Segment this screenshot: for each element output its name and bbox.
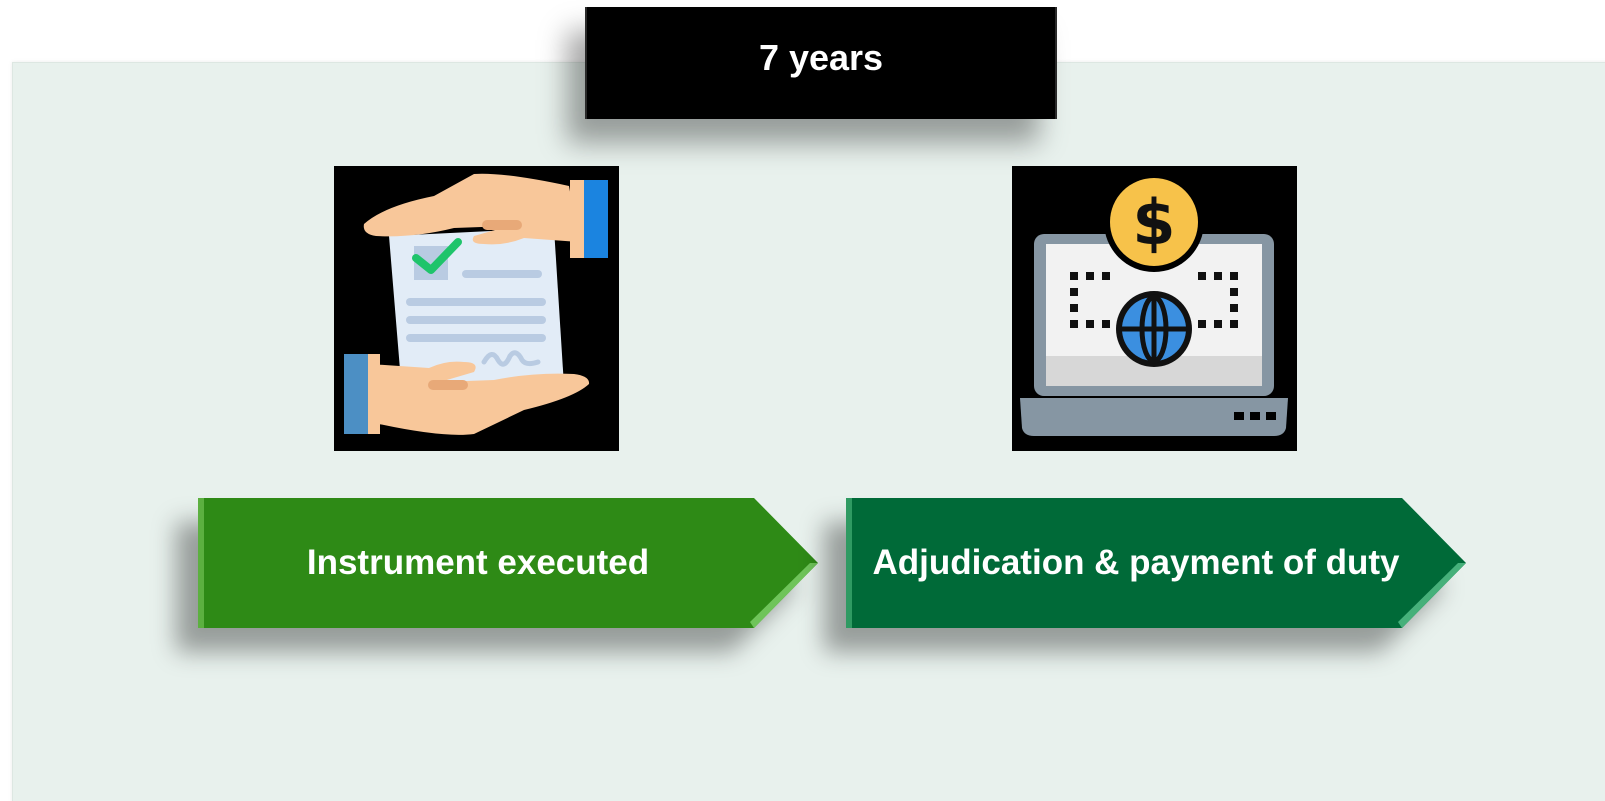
step-arrow-adjudication: Adjudication & payment of duty bbox=[846, 498, 1468, 628]
step-label: Instrument executed bbox=[306, 543, 650, 582]
svg-text:$: $ bbox=[1132, 186, 1175, 259]
period-box: 7 years bbox=[585, 7, 1057, 119]
period-label: 7 years bbox=[758, 37, 884, 78]
step-arrow-instrument-executed: Instrument executed bbox=[198, 498, 820, 628]
laptop-dollar-globe-icon: $ bbox=[1012, 166, 1297, 451]
hands-document-check-icon bbox=[334, 166, 619, 451]
step-label: Adjudication & payment of duty bbox=[872, 543, 1400, 582]
arrow-shape bbox=[846, 498, 1466, 628]
background-panel bbox=[12, 62, 1605, 801]
arrow-shape bbox=[198, 498, 818, 628]
